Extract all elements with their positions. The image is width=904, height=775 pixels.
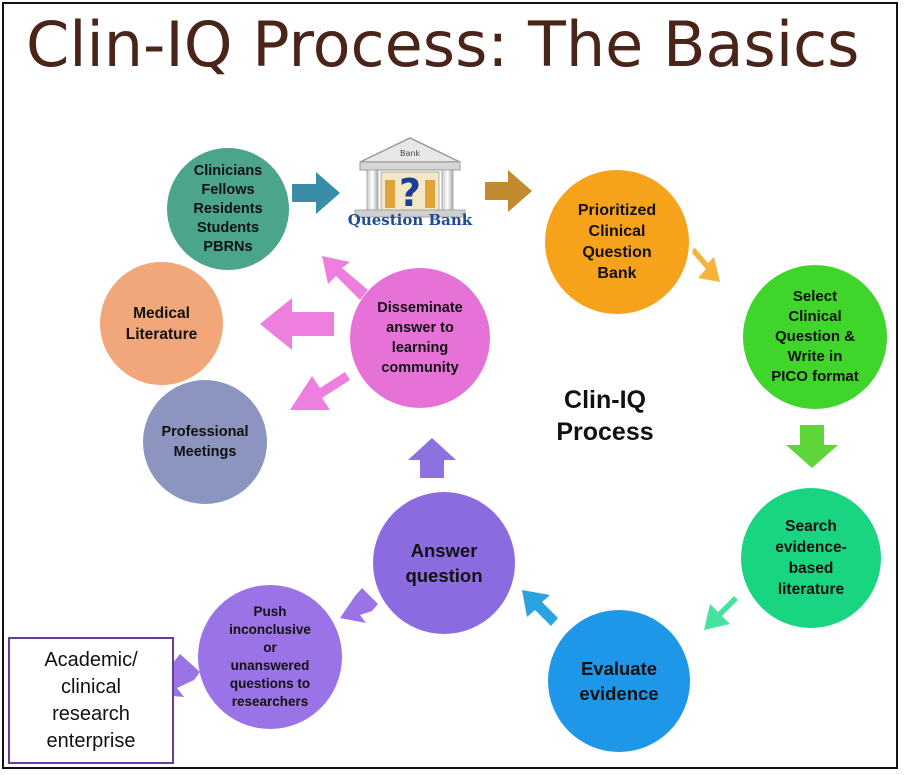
node-answer: Answer question [373, 492, 515, 634]
node-meetings: Professional Meetings [143, 380, 267, 504]
svg-text:?: ? [399, 171, 421, 215]
arrow-disseminate-to-meetings [290, 372, 350, 410]
node-select-label: Select Clinical Question & Write in PICO… [771, 288, 859, 385]
node-clinicians: Clinicians Fellows Residents Students PB… [167, 148, 289, 270]
arrow-clinicians-to-bank [292, 172, 340, 214]
node-medical-label: Medical Literature [125, 304, 198, 343]
bank-sign: Bank [400, 149, 420, 158]
node-search: Search evidence- based literature [741, 488, 881, 628]
arrow-evaluate-to-answer [522, 590, 558, 626]
node-prioritized: Prioritized Clinical Question Bank [545, 170, 689, 314]
node-meetings-label: Professional Meetings [161, 424, 249, 460]
arrow-disseminate-to-medical [260, 298, 334, 350]
question-bank-icon: ? Bank [354, 137, 466, 218]
node-evaluate-label: Evaluate evidence [579, 658, 659, 704]
arrow-answer-to-disseminate [408, 438, 456, 478]
node-push-label: Push inconclusive or unanswered question… [229, 604, 311, 709]
node-select: Select Clinical Question & Write in PICO… [743, 265, 887, 409]
node-prioritized-label: Prioritized Clinical Question Bank [577, 202, 657, 282]
arrow-answer-to-push [340, 588, 378, 623]
arrow-select-to-search [786, 425, 838, 468]
academic-box: Academic/ clinical research enterprise [8, 637, 174, 764]
arrow-bank-to-prioritized [485, 170, 532, 212]
node-search-label: Search evidence- based literature [775, 518, 847, 598]
question-bank-label: Question Bank [347, 211, 473, 229]
node-push: Push inconclusive or unanswered question… [198, 585, 342, 729]
page-title: Clin-IQ Process: The Basics [26, 8, 860, 81]
node-answer-label: Answer question [405, 540, 483, 586]
node-evaluate: Evaluate evidence [548, 610, 690, 752]
arrow-disseminate-to-clinicians [322, 256, 368, 300]
node-disseminate: Disseminate answer to learning community [350, 268, 490, 408]
center-label: Clin-IQ Process [556, 386, 654, 446]
arrow-search-to-evaluate [704, 596, 738, 630]
node-clinicians-label: Clinicians Fellows Residents Students PB… [193, 162, 263, 255]
node-medical: Medical Literature [100, 262, 223, 385]
arrow-prioritized-to-select [692, 247, 720, 282]
node-disseminate-label: Disseminate answer to learning community [377, 300, 463, 376]
